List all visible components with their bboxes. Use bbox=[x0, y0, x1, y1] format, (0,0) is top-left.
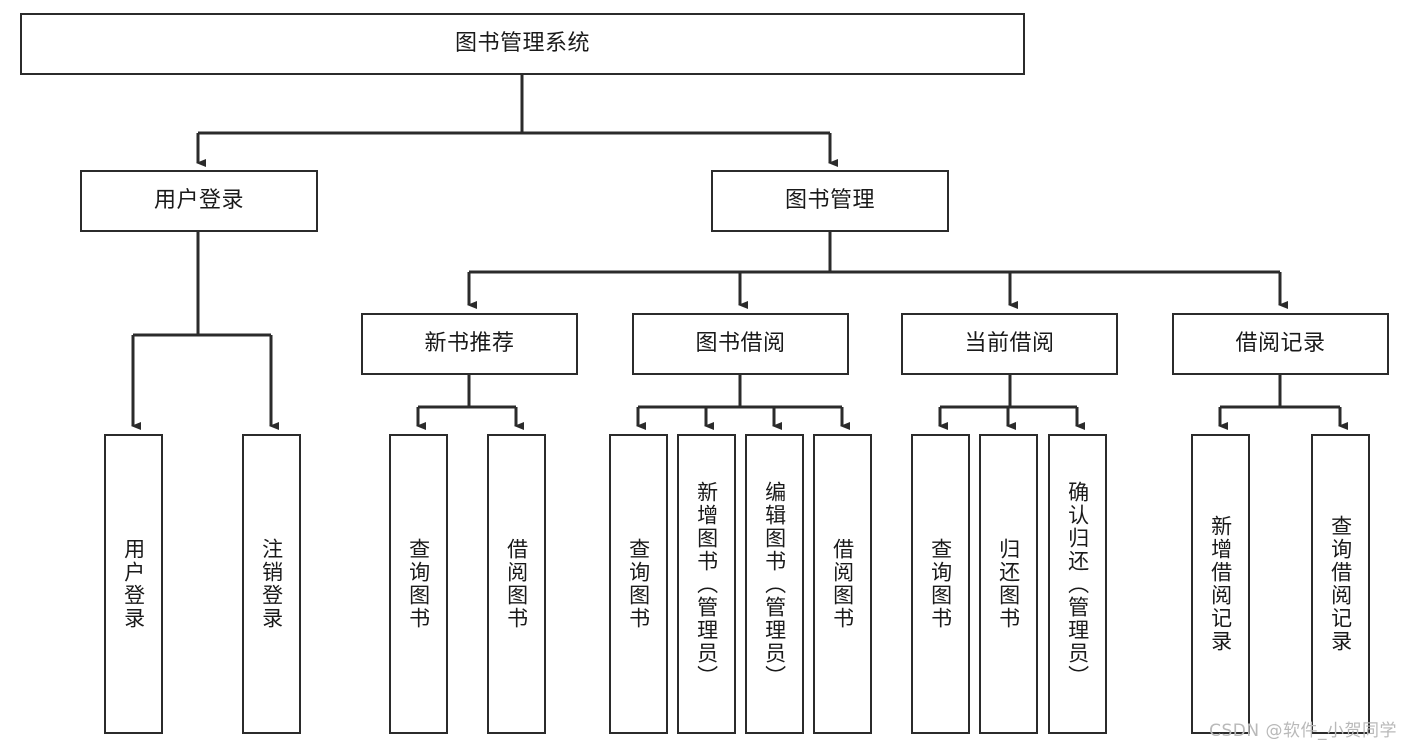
leaf-book-borrow-borrow-book[interactable]: 借阅图书 bbox=[813, 434, 872, 734]
leaf-label: 借阅图书 bbox=[830, 538, 855, 630]
leaf-label: 查询图书 bbox=[626, 538, 651, 630]
leaf-new-book-borrow-book[interactable]: 借阅图书 bbox=[487, 434, 546, 734]
leaf-current-borrow-query-book[interactable]: 查询图书 bbox=[911, 434, 970, 734]
leaf-label: 编辑图书（管理员） bbox=[762, 480, 787, 688]
leaf-book-borrow-edit-book-admin[interactable]: 编辑图书（管理员） bbox=[745, 434, 804, 734]
node-current-borrow[interactable]: 当前借阅 bbox=[901, 313, 1118, 375]
leaf-book-borrow-add-book-admin[interactable]: 新增图书（管理员） bbox=[677, 434, 736, 734]
leaf-book-borrow-query-book[interactable]: 查询图书 bbox=[609, 434, 668, 734]
node-borrow-record[interactable]: 借阅记录 bbox=[1172, 313, 1389, 375]
node-user-login-label: 用户登录 bbox=[153, 188, 244, 214]
node-root-book-management-system[interactable]: 图书管理系统 bbox=[20, 13, 1025, 75]
node-new-book-recommend-label: 新书推荐 bbox=[424, 331, 515, 357]
leaf-label: 用户登录 bbox=[121, 538, 146, 630]
node-current-borrow-label: 当前借阅 bbox=[964, 331, 1055, 357]
leaf-label: 查询借阅记录 bbox=[1328, 515, 1353, 653]
leaf-label: 借阅图书 bbox=[504, 538, 529, 630]
node-borrow-record-label: 借阅记录 bbox=[1235, 331, 1326, 357]
leaf-current-borrow-return-book[interactable]: 归还图书 bbox=[979, 434, 1038, 734]
node-book-management[interactable]: 图书管理 bbox=[711, 170, 949, 232]
leaf-label: 查询图书 bbox=[928, 538, 953, 630]
leaf-new-book-query-book[interactable]: 查询图书 bbox=[389, 434, 448, 734]
node-book-borrow[interactable]: 图书借阅 bbox=[632, 313, 849, 375]
leaf-borrow-record-add-record[interactable]: 新增借阅记录 bbox=[1191, 434, 1250, 734]
leaf-user-login-login[interactable]: 用户登录 bbox=[104, 434, 163, 734]
node-book-borrow-label: 图书借阅 bbox=[695, 331, 786, 357]
leaf-label: 归还图书 bbox=[996, 538, 1021, 630]
leaf-current-borrow-confirm-return-admin[interactable]: 确认归还（管理员） bbox=[1048, 434, 1107, 734]
leaf-borrow-record-query-record[interactable]: 查询借阅记录 bbox=[1311, 434, 1370, 734]
leaf-user-login-logout[interactable]: 注销登录 bbox=[242, 434, 301, 734]
node-root-label: 图书管理系统 bbox=[454, 31, 590, 57]
node-new-book-recommend[interactable]: 新书推荐 bbox=[361, 313, 578, 375]
leaf-label: 查询图书 bbox=[406, 538, 431, 630]
leaf-label: 新增借阅记录 bbox=[1208, 515, 1233, 653]
leaf-label: 新增图书（管理员） bbox=[694, 480, 719, 688]
node-book-management-label: 图书管理 bbox=[784, 188, 875, 214]
leaf-label: 确认归还（管理员） bbox=[1065, 480, 1090, 688]
node-user-login[interactable]: 用户登录 bbox=[80, 170, 318, 232]
leaf-label: 注销登录 bbox=[259, 538, 284, 630]
